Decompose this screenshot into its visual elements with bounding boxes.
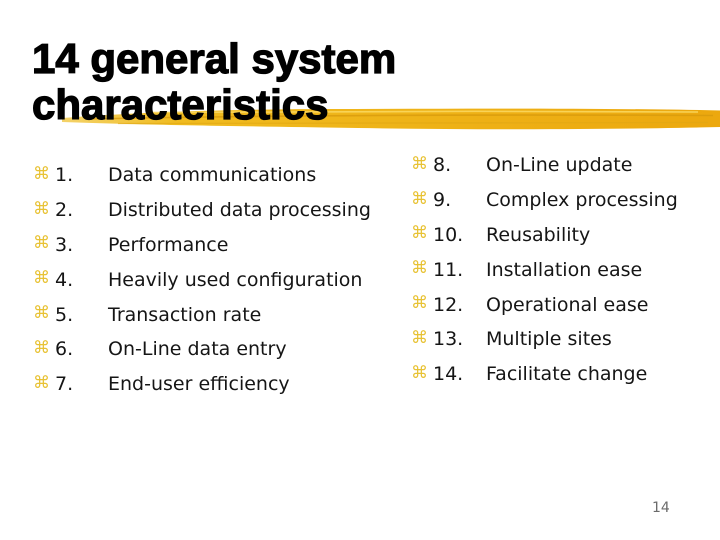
command-bullet-icon: ⌘	[33, 372, 50, 393]
item-label: Multiple sites	[486, 328, 612, 351]
item-number: 14.	[433, 363, 464, 386]
list-item: ⌘ 4. Heavily used configuration	[33, 262, 371, 297]
item-number: 9.	[433, 189, 452, 212]
slide-title: 14 general system characteristics	[31, 35, 397, 128]
characteristics-list-left: ⌘ 1. Data communications ⌘ 2. Distribute…	[33, 158, 371, 402]
list-item: ⌘ 2. Distributed data processing	[33, 193, 371, 228]
item-number: 2.	[55, 199, 74, 222]
list-item: ⌘ 3. Performance	[33, 228, 371, 263]
command-bullet-icon: ⌘	[33, 268, 50, 289]
item-label: Performance	[108, 233, 229, 256]
item-label: End-user efficiency	[108, 373, 290, 396]
command-bullet-icon: ⌘	[33, 337, 50, 358]
highlighter-stroke-graphic	[62, 108, 720, 130]
item-number: 11.	[433, 258, 464, 281]
item-label: Reusability	[486, 223, 591, 246]
item-number: 8.	[433, 154, 452, 177]
item-number: 13.	[433, 328, 464, 351]
item-label: On-Line update	[486, 154, 633, 177]
item-label: Installation ease	[486, 258, 643, 281]
item-number: 6.	[55, 338, 74, 361]
item-label: Heavily used configuration	[108, 268, 363, 291]
command-bullet-icon: ⌘	[33, 233, 50, 254]
command-bullet-icon: ⌘	[411, 293, 428, 314]
list-item: ⌘ 10. Reusability	[411, 218, 678, 253]
item-number: 12.	[433, 293, 464, 316]
list-item: ⌘ 13. Multiple sites	[411, 322, 678, 357]
item-label: Transaction rate	[108, 303, 262, 326]
command-bullet-icon: ⌘	[411, 223, 428, 244]
command-bullet-icon: ⌘	[411, 258, 428, 279]
item-number: 5.	[55, 303, 74, 326]
list-item: ⌘ 14. Facilitate change	[411, 357, 678, 392]
command-bullet-icon: ⌘	[411, 362, 428, 383]
characteristics-list-right: ⌘ 8. On-Line update ⌘ 9. Complex process…	[411, 148, 678, 392]
list-item: ⌘ 1. Data communications	[33, 158, 371, 193]
command-bullet-icon: ⌘	[411, 188, 428, 209]
item-number: 4.	[55, 268, 74, 291]
list-item: ⌘ 8. On-Line update	[411, 148, 678, 183]
item-label: On-Line data entry	[108, 338, 287, 361]
command-bullet-icon: ⌘	[33, 163, 50, 184]
command-bullet-icon: ⌘	[411, 327, 428, 348]
item-number: 3.	[55, 233, 74, 256]
item-label: Facilitate change	[486, 363, 648, 386]
item-number: 7.	[55, 373, 74, 396]
item-label: Distributed data processing	[108, 199, 371, 222]
item-number: 10.	[433, 223, 464, 246]
list-item: ⌘ 6. On-Line data entry	[33, 332, 371, 367]
list-item: ⌘ 7. End-user efficiency	[33, 367, 371, 402]
command-bullet-icon: ⌘	[33, 198, 50, 219]
item-label: Complex processing	[486, 189, 678, 212]
list-item: ⌘ 12. Operational ease	[411, 287, 678, 322]
slide-title-line2: characteristics	[31, 81, 329, 128]
list-item: ⌘ 5. Transaction rate	[33, 297, 371, 332]
item-label: Data communications	[108, 164, 317, 187]
slide-title-line1: 14 general system	[31, 35, 397, 82]
command-bullet-icon: ⌘	[33, 303, 50, 324]
slide-page-number: 14	[652, 500, 670, 516]
item-number: 1.	[55, 164, 74, 187]
list-item: ⌘ 11. Installation ease	[411, 252, 678, 287]
command-bullet-icon: ⌘	[411, 153, 428, 174]
item-label: Operational ease	[486, 293, 649, 316]
list-item: ⌘ 9. Complex processing	[411, 183, 678, 218]
